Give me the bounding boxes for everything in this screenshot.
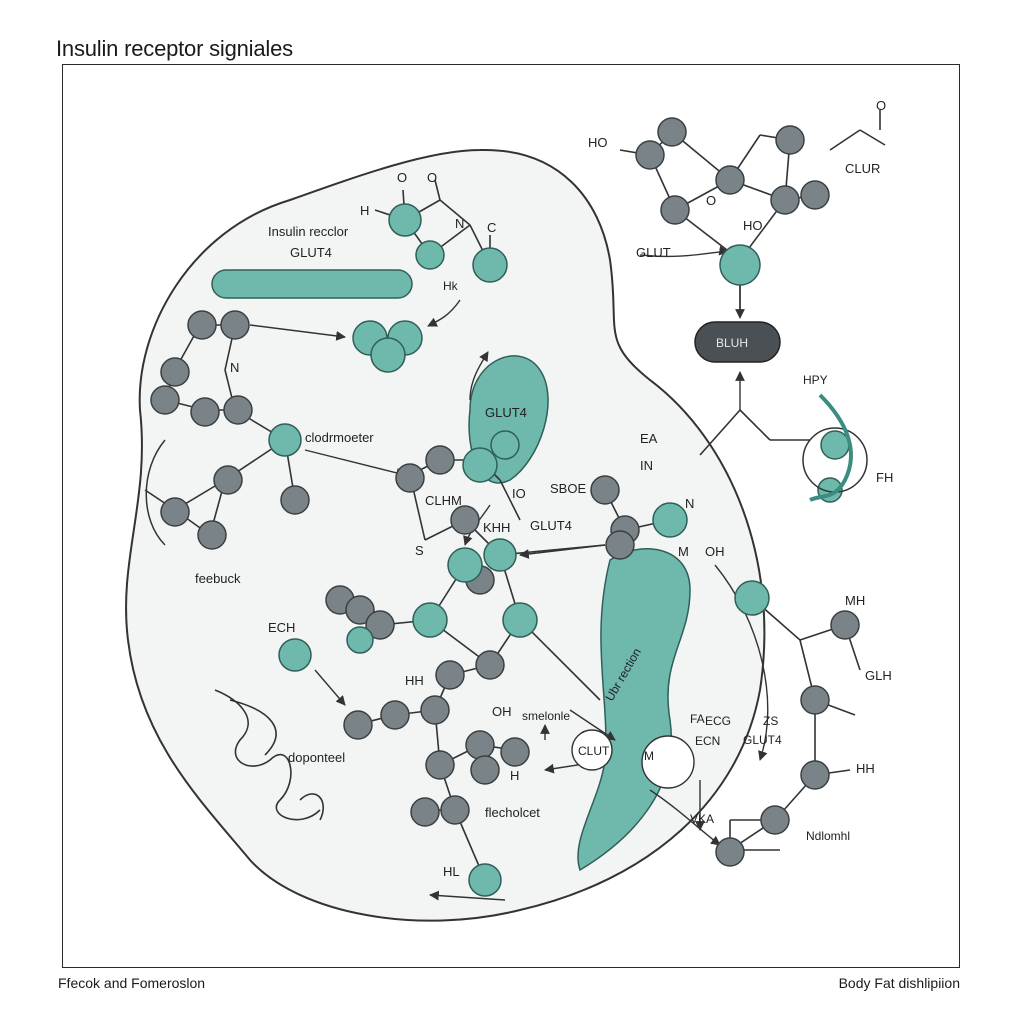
receptor-bar: [211, 269, 413, 299]
label-flecholcet: flecholcet: [485, 805, 540, 820]
label-n1: N: [455, 216, 464, 231]
label-sboe: SBOE: [550, 481, 586, 496]
label-ecn: ECN: [695, 734, 720, 748]
label-hk: Hk: [443, 279, 459, 293]
label-khh: KHH: [483, 520, 510, 535]
label-fa: FA: [690, 712, 705, 726]
label-smelonle: smelonle: [522, 709, 570, 723]
label-glut-right: GLUT: [636, 245, 671, 260]
label-glut4-low: GLUT4: [743, 733, 782, 747]
label-bluh: BLUH: [716, 336, 748, 350]
footer-right: Body Fat dishlipiion: [838, 975, 960, 991]
label-doponteel: doponteel: [288, 750, 345, 765]
label-glut4-top: GLUT4: [290, 245, 332, 260]
label-h1: H: [360, 203, 369, 218]
label-o4: O: [876, 98, 886, 113]
teal-atoms: [268, 203, 850, 897]
label-o2: O: [427, 170, 437, 185]
label-s: S: [415, 543, 424, 558]
label-ech: ECH: [268, 620, 295, 635]
clut-node: [571, 729, 613, 771]
ecn-node: [641, 735, 695, 789]
diagram-title: Insulin receptor signiales: [56, 36, 293, 61]
label-oh1: OH: [705, 544, 725, 559]
cell-notch: [145, 439, 166, 546]
label-hh: HH: [405, 673, 424, 688]
label-zs: ZS: [763, 714, 778, 728]
label-clut: CLUT: [578, 744, 610, 758]
label-o3: O: [706, 193, 716, 208]
transport-channel: [577, 548, 691, 872]
label-ea: EA: [640, 431, 658, 446]
label-feedback: feebuck: [195, 571, 241, 586]
label-in: IN: [640, 458, 653, 473]
label-ho1: HO: [588, 135, 608, 150]
label-clodrmoeter: clodrmoeter: [305, 430, 374, 445]
bluh-capsule: [694, 321, 781, 363]
label-m: M: [678, 544, 689, 559]
label-glut4-center: GLUT4: [530, 518, 572, 533]
label-h2: H: [510, 768, 519, 783]
label-fh: FH: [876, 470, 893, 485]
gray-atoms: [150, 117, 860, 867]
label-glh: GLH: [865, 668, 892, 683]
label-mh: MH: [845, 593, 865, 608]
label-io: IO: [512, 486, 526, 501]
footer-left: Ffecok and Fomeroslon: [58, 975, 206, 991]
label-vka: VKA: [690, 812, 714, 826]
label-ecg: ECG: [705, 714, 731, 728]
label-ndlomhl: Ndlomhl: [806, 829, 850, 843]
label-clur: CLUR: [845, 161, 880, 176]
label-hl: HL: [443, 864, 460, 879]
label-n-right: N: [685, 496, 694, 511]
inset-ribbon: [809, 393, 853, 502]
label-hh2: HH: [856, 761, 875, 776]
label-oh2: OH: [492, 704, 512, 719]
label-glut4-mid: GLUT4: [485, 405, 527, 420]
label-n-left: N: [230, 360, 239, 375]
label-insulin-receptor: Insulin recclor: [268, 224, 349, 239]
label-m2: M: [644, 749, 654, 763]
label-c1: C: [487, 220, 496, 235]
label-ho2: HO: [743, 218, 763, 233]
labels: O O H C Insulin recclor GLUT4 Hk N N clo…: [195, 98, 893, 879]
label-clhm: CLHM: [425, 493, 462, 508]
label-hpy: HPY: [803, 373, 828, 387]
label-o1: O: [397, 170, 407, 185]
